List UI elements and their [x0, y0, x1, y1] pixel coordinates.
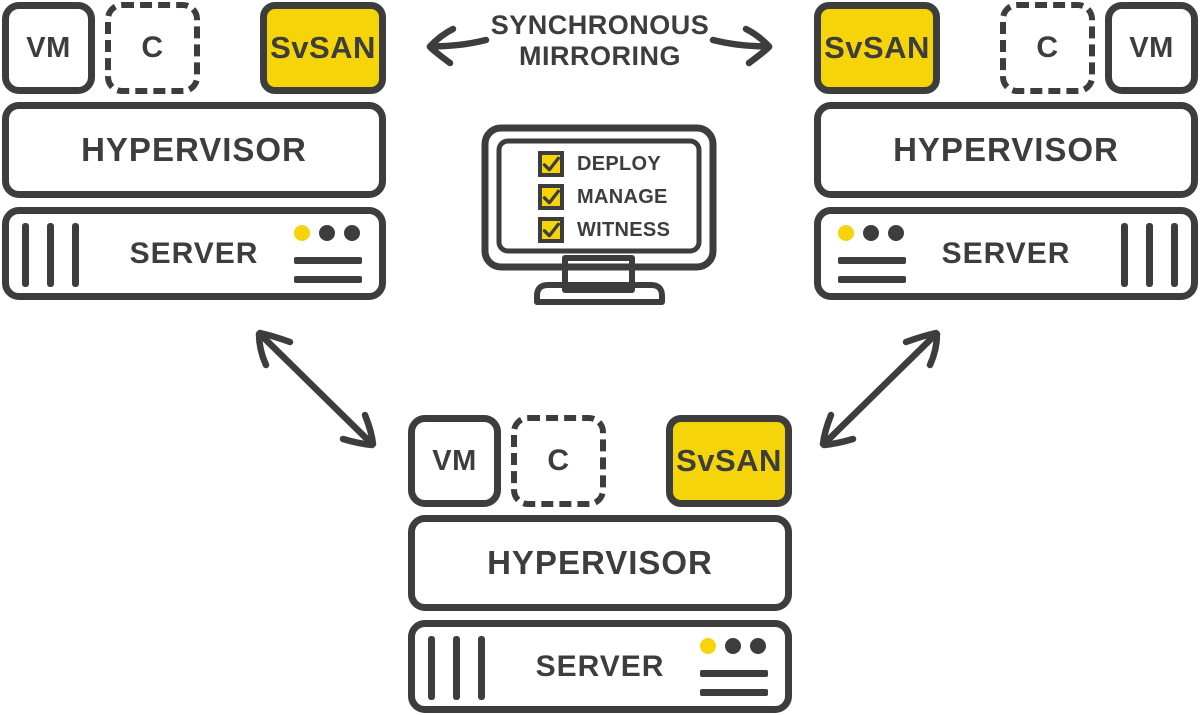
checklist-item-label: MANAGE	[577, 185, 668, 208]
server-label: SERVER	[535, 649, 665, 683]
sync-mirroring-line2: MIRRORING	[519, 41, 681, 71]
container-box: C	[511, 415, 606, 507]
sync-mirroring-line1: SYNCHRONOUS	[490, 10, 710, 40]
container-label: C	[547, 444, 570, 477]
led-dots-icon	[838, 225, 904, 241]
container-label: C	[141, 31, 164, 64]
checkbox-checked-icon	[538, 217, 564, 243]
checklist-item-label: DEPLOY	[577, 152, 662, 175]
hypervisor-label: HYPERVISOR	[893, 131, 1119, 168]
server-bar: SERVER	[2, 207, 386, 300]
hypervisor-label: HYPERVISOR	[487, 544, 713, 581]
vent-line-icon	[838, 257, 906, 264]
server-leds-icon	[294, 225, 362, 283]
vm-box: VM	[408, 415, 501, 507]
checklist-item-label: WITNESS	[577, 218, 671, 241]
checkbox-checked-icon	[538, 184, 564, 210]
server-bar: SERVER	[814, 207, 1198, 300]
vent-line-icon	[700, 670, 768, 677]
vent-line-icon	[294, 257, 362, 264]
node-top-right: VM C SvSAN HYPERVISOR SERVER	[814, 2, 1198, 300]
drive-slots-icon	[22, 223, 79, 287]
drive-slots-icon	[428, 636, 485, 700]
led-dots-icon	[700, 638, 766, 654]
sync-mirroring-label: SYNCHRONOUS MIRRORING	[450, 10, 750, 72]
container-box: C	[1000, 2, 1095, 94]
vent-line-icon	[838, 276, 906, 283]
server-leds-icon	[700, 638, 768, 696]
hypervisor-bar: HYPERVISOR	[408, 515, 792, 611]
node-bottom: VM C SvSAN HYPERVISOR SERVER	[408, 415, 792, 713]
witness-checklist: DEPLOY MANAGE WITNESS	[538, 151, 670, 250]
server-label: SERVER	[129, 236, 259, 270]
checkbox-checked-icon	[538, 151, 564, 177]
vm-label: VM	[1129, 31, 1174, 64]
hypervisor-bar: HYPERVISOR	[814, 102, 1198, 198]
vent-line-icon	[700, 689, 768, 696]
checklist-item: MANAGE	[538, 184, 670, 210]
svsan-box: SvSAN	[260, 2, 386, 94]
monitor-stand-neck	[562, 255, 635, 293]
drive-slots-icon	[1121, 223, 1178, 287]
node-top-left: VM C SvSAN HYPERVISOR SERVER	[2, 2, 386, 300]
monitor-stand-base	[534, 282, 665, 305]
link-arrow-right-icon	[819, 329, 941, 449]
svsan-label: SvSAN	[270, 30, 376, 65]
svsan-box: SvSAN	[666, 415, 792, 507]
server-leds-icon	[838, 225, 906, 283]
vm-label: VM	[432, 444, 477, 477]
checklist-item: DEPLOY	[538, 151, 670, 177]
vm-box: VM	[1105, 2, 1198, 94]
hypervisor-bar: HYPERVISOR	[2, 102, 386, 198]
led-dots-icon	[294, 225, 360, 241]
hypervisor-label: HYPERVISOR	[81, 131, 307, 168]
vm-box: VM	[2, 2, 95, 94]
container-label: C	[1036, 31, 1059, 64]
svsan-box: SvSAN	[814, 2, 940, 94]
server-label: SERVER	[941, 236, 1071, 270]
vent-line-icon	[294, 276, 362, 283]
checklist-item: WITNESS	[538, 217, 670, 243]
container-box: C	[105, 2, 200, 94]
vm-label: VM	[26, 31, 71, 64]
server-bar: SERVER	[408, 620, 792, 713]
svsan-label: SvSAN	[824, 30, 930, 65]
link-arrow-left-icon	[255, 329, 377, 449]
svsan-label: SvSAN	[676, 443, 782, 478]
